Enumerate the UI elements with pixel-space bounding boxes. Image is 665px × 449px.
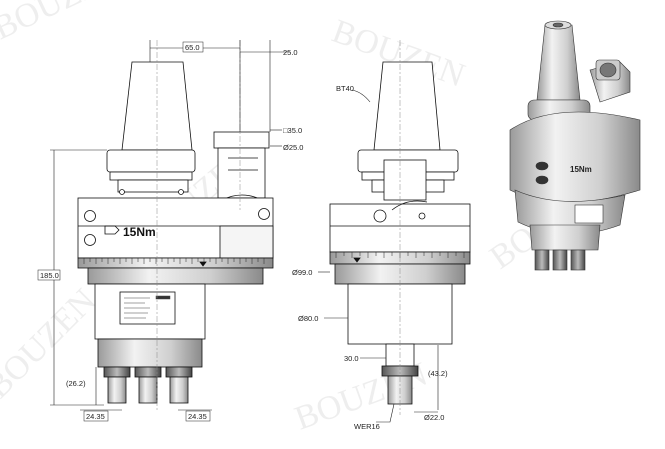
collet (107, 376, 127, 404)
scale-ring (77, 257, 274, 269)
flange-ring (117, 179, 189, 193)
dim-26-2: (26.2) (66, 379, 86, 388)
collet (169, 376, 189, 404)
stop-block-top (213, 131, 270, 149)
collet (552, 249, 568, 271)
dim-diameter-99: Ø99.0 (292, 268, 312, 277)
torque-label: 15Nm (123, 225, 156, 239)
screw (84, 234, 96, 246)
front-dimension-labels: BT40 Ø99.0 Ø80.0 30.0 (43.2) Ø22.0 WER16 (292, 84, 448, 431)
dim-65: 65.0 (185, 43, 200, 52)
collet (570, 249, 586, 271)
dim-25: 25.0 (283, 48, 298, 57)
product-render: 15Nm (509, 20, 641, 271)
left-side-view: 15Nm (77, 40, 274, 410)
dim-square-35: □35.0 (283, 126, 302, 135)
dim-diameter-80: Ø80.0 (298, 314, 318, 323)
lower-housing (87, 267, 264, 285)
bt40-label: BT40 (336, 84, 354, 93)
taper-shank (373, 61, 441, 151)
watermark: BOUZEN (0, 282, 103, 406)
wer16-label: WER16 (354, 422, 380, 431)
screw (178, 189, 184, 195)
front-view (329, 40, 471, 415)
dim-diameter-22: Ø22.0 (424, 413, 444, 422)
dim-24-35-right: 24.35 (188, 412, 207, 421)
collet (138, 376, 158, 404)
torque-label: 15Nm (570, 165, 592, 174)
screw (119, 189, 125, 195)
main-body (509, 111, 641, 203)
collet-group (534, 249, 586, 271)
taper-shank (536, 24, 581, 101)
stop-block (383, 159, 427, 201)
wrench-icon (104, 225, 120, 235)
dim-43-2: (43.2) (428, 369, 448, 378)
watermark: BOUZEN (0, 0, 128, 47)
dim-30: 30.0 (344, 354, 359, 363)
collet-nut (103, 366, 131, 378)
spindle-block (97, 338, 203, 368)
collet-group (103, 366, 193, 404)
screw (373, 209, 387, 223)
front-dimensions (318, 89, 439, 423)
screw (84, 210, 96, 222)
flange (106, 149, 196, 173)
gear-housing (529, 224, 601, 251)
collet-nut (165, 366, 193, 378)
dim-24-35-left: 24.35 (86, 412, 105, 421)
stop-block (217, 147, 266, 199)
dim-diameter-25: Ø25.0 (283, 143, 303, 152)
flange-lower (109, 171, 193, 181)
left-dimension-labels: 65.0 25.0 □35.0 Ø25.0 185.0 (26.2) 24.35… (37, 41, 303, 422)
screw (258, 208, 270, 220)
dim-185: 185.0 (40, 271, 59, 280)
nameplate (574, 204, 604, 224)
collet (534, 249, 550, 271)
